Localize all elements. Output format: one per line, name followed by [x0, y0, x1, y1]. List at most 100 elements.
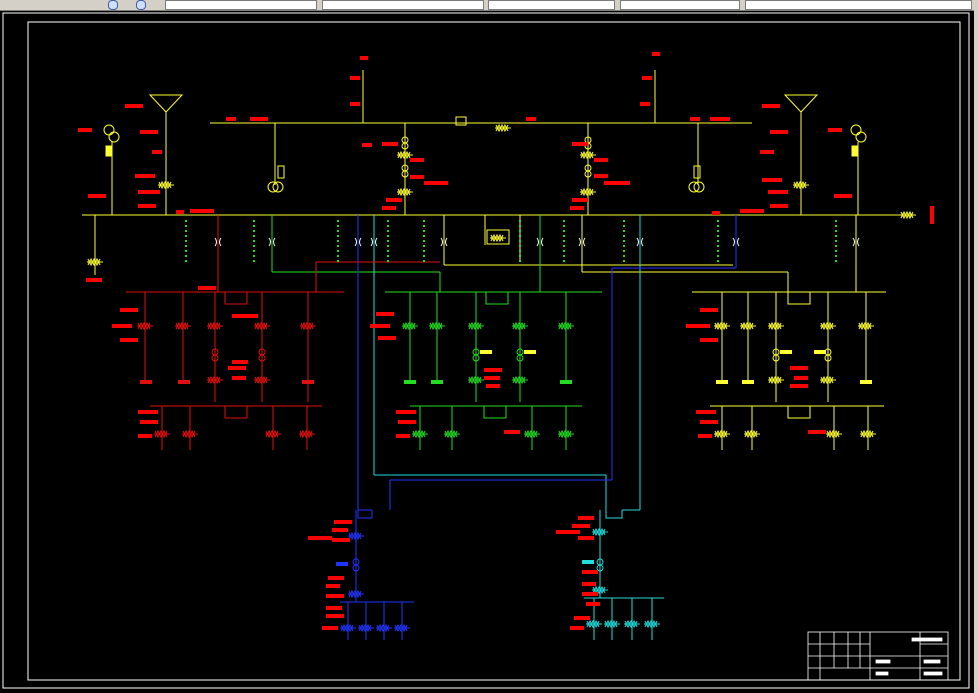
- label-block: [360, 56, 368, 60]
- disc-mark: [268, 237, 276, 247]
- disc-mark: [354, 237, 362, 247]
- ct-coil: [211, 354, 219, 362]
- breaker-mark: [644, 619, 658, 629]
- terminal-marker: [716, 380, 728, 384]
- breaker-mark: [740, 321, 754, 331]
- disconnector-icon: [268, 237, 276, 247]
- ct-coil: [352, 564, 360, 572]
- label-block: [135, 174, 155, 178]
- refresh-icon[interactable]: [136, 0, 146, 10]
- disc-mark: [578, 237, 586, 247]
- disconnector-icon: [354, 237, 362, 247]
- label-block: [686, 324, 710, 328]
- breaker-icon: [137, 321, 153, 331]
- toolbar-field-1[interactable]: [165, 0, 317, 10]
- label-block: [698, 434, 712, 438]
- breaker-icon: [858, 321, 874, 331]
- breaker-mark: [300, 321, 314, 331]
- breaker-mark: [175, 321, 189, 331]
- breaker-mark: [265, 429, 279, 439]
- breaker-mark: [768, 321, 782, 331]
- breaker-mark: [348, 589, 362, 599]
- label-block: [594, 174, 608, 178]
- breaker-mark: [207, 321, 221, 331]
- label-block: [138, 410, 158, 414]
- zoom-icon[interactable]: [108, 0, 118, 10]
- label-block: [382, 142, 398, 146]
- switchgear-symbols: [87, 123, 916, 633]
- label-block: [328, 576, 344, 580]
- breaker-mark: [207, 375, 221, 385]
- breaker-icon: [265, 429, 281, 439]
- breaker-icon: [207, 321, 223, 331]
- toolbar-field-3[interactable]: [488, 0, 615, 10]
- toolbar-field-5[interactable]: [745, 0, 972, 10]
- breaker-mark: [858, 321, 872, 331]
- breaker-mark: [154, 429, 168, 439]
- terminal-marker: [140, 380, 152, 384]
- label-block: [642, 76, 652, 80]
- label-block: [690, 117, 700, 121]
- breaker-icon: [154, 429, 170, 439]
- breaker-mark: [592, 585, 606, 595]
- breaker-mark: [900, 210, 914, 220]
- label-block: [326, 584, 340, 588]
- breaker-icon: [768, 321, 784, 331]
- breaker-mark: [137, 321, 151, 331]
- breaker-mark: [468, 321, 482, 331]
- breaker-mark: [397, 150, 411, 160]
- breaker-mark: [524, 429, 538, 439]
- breaker-mark: [744, 429, 758, 439]
- label-block: [308, 536, 332, 540]
- breaker-icon: [358, 623, 374, 633]
- toolbar-field-4[interactable]: [620, 0, 740, 10]
- label-block: [768, 190, 788, 194]
- label-block: [78, 128, 92, 132]
- label-block: [578, 536, 594, 540]
- terminal-marker: [582, 560, 594, 564]
- line-trap-left-icon: [148, 94, 184, 215]
- breaker-icon: [348, 531, 364, 541]
- breaker-icon: [793, 180, 809, 190]
- label-block: [138, 190, 160, 194]
- label-block: [700, 420, 718, 424]
- breaker-icon: [820, 375, 836, 385]
- breaker-icon: [900, 210, 916, 220]
- breaker-mark: [412, 429, 426, 439]
- breaker-icon: [512, 375, 528, 385]
- breaker-icon: [740, 321, 756, 331]
- main-bus: [82, 214, 900, 292]
- breaker-mark: [397, 187, 411, 197]
- terminal-marker: [814, 350, 826, 354]
- scrollbar-right[interactable]: [974, 10, 978, 693]
- single-line-diagram[interactable]: [0, 10, 974, 693]
- breaker-mark: [714, 429, 728, 439]
- label-block: [228, 366, 246, 370]
- breaker-icon: [182, 429, 198, 439]
- label-block: [232, 360, 248, 364]
- breaker-mark: [586, 619, 600, 629]
- disconnector-icon: [536, 237, 544, 247]
- breaker-mark: [512, 321, 526, 331]
- toolbar-field-2[interactable]: [322, 0, 484, 10]
- breaker-icon: [490, 233, 506, 243]
- current-transformer-icon: [772, 348, 780, 362]
- breaker-mark: [793, 180, 807, 190]
- label-block: [190, 209, 214, 213]
- breaker-mark: [412, 429, 426, 439]
- breaker-mark: [376, 623, 390, 633]
- terminal-marker: [742, 380, 754, 384]
- terminal-marker: [336, 562, 348, 566]
- breaker-icon: [468, 375, 484, 385]
- transformer-right-icon: [850, 124, 867, 215]
- breaker-mark: [158, 180, 172, 190]
- label-block: [486, 384, 500, 388]
- label-block: [410, 175, 424, 179]
- terminal-marker: [560, 380, 572, 384]
- label-block: [700, 308, 718, 312]
- ct-coil: [584, 170, 592, 178]
- breaker-mark: [740, 321, 754, 331]
- label-block: [370, 324, 390, 328]
- breaker-mark: [402, 321, 416, 331]
- green-switchgear-group: [385, 291, 602, 450]
